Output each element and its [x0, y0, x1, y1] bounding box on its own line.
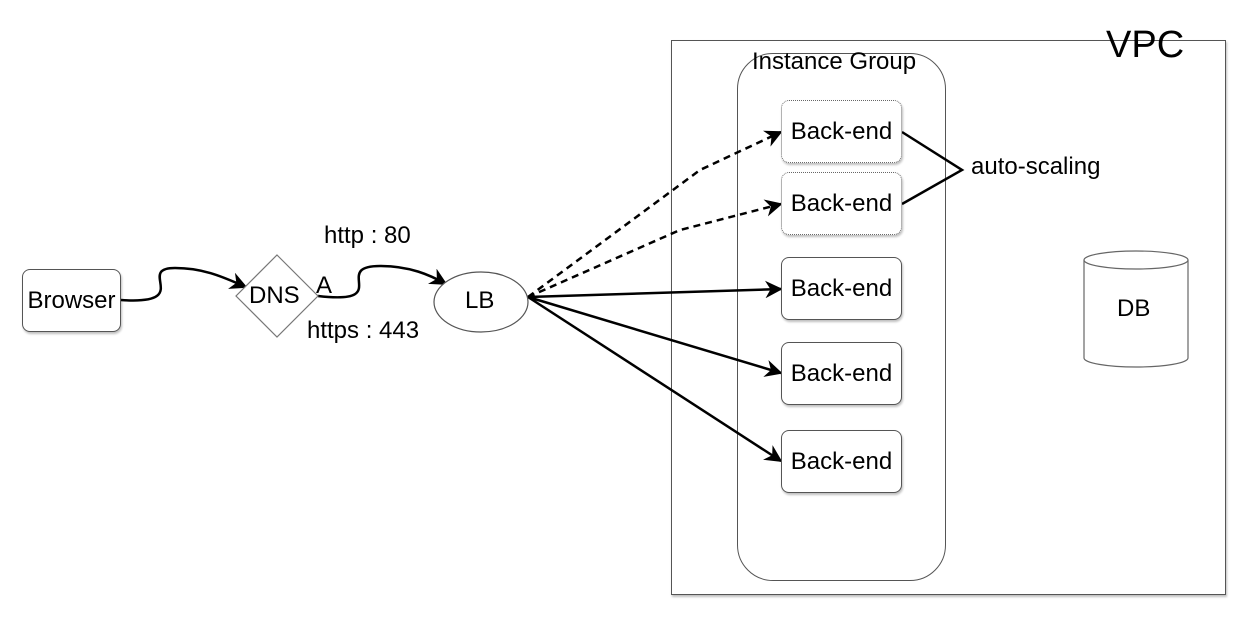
backend-node-1[interactable]: Back-end	[781, 100, 902, 163]
edge-lb-to-backend-3	[527, 280, 783, 299]
backend-label-1: Back-end	[790, 117, 893, 145]
backend-node-4[interactable]: Back-end	[781, 342, 902, 405]
backend-node-2[interactable]: Back-end	[781, 172, 902, 235]
backend-node-5[interactable]: Back-end	[781, 430, 902, 493]
backend-label-2: Back-end	[790, 189, 893, 217]
instance-group-label: Instance Group	[752, 48, 917, 75]
edge-lb-to-backend-5	[527, 295, 783, 463]
https-port-label: https : 443	[307, 317, 420, 344]
edge-browser-to-dns	[120, 266, 248, 302]
autoscaling-label: auto-scaling	[971, 153, 1101, 180]
vpc-container	[671, 40, 1226, 595]
browser-label: Browser	[27, 286, 116, 314]
vpc-label: VPC	[1106, 24, 1185, 66]
edge-dns-to-lb	[317, 264, 448, 299]
edge-lb-to-backend-2	[527, 199, 783, 299]
backend-node-3[interactable]: Back-end	[781, 257, 902, 320]
backend-label-5: Back-end	[790, 447, 893, 475]
dns-record-label: A	[316, 272, 333, 299]
db-cylinder	[1083, 250, 1189, 368]
backend-label-4: Back-end	[790, 359, 893, 387]
lb-ellipse	[433, 271, 529, 333]
autoscaling-bracket	[901, 130, 965, 206]
db-label: DB	[1117, 295, 1151, 322]
edge-lb-to-backend-4	[527, 295, 783, 377]
http-port-label: http : 80	[324, 222, 411, 249]
dns-label: DNS	[249, 282, 300, 309]
backend-label-3: Back-end	[790, 274, 893, 302]
instance-group-container	[737, 53, 946, 581]
browser-node[interactable]: Browser	[22, 269, 121, 332]
dns-diamond	[235, 254, 319, 338]
lb-label: LB	[465, 287, 495, 314]
